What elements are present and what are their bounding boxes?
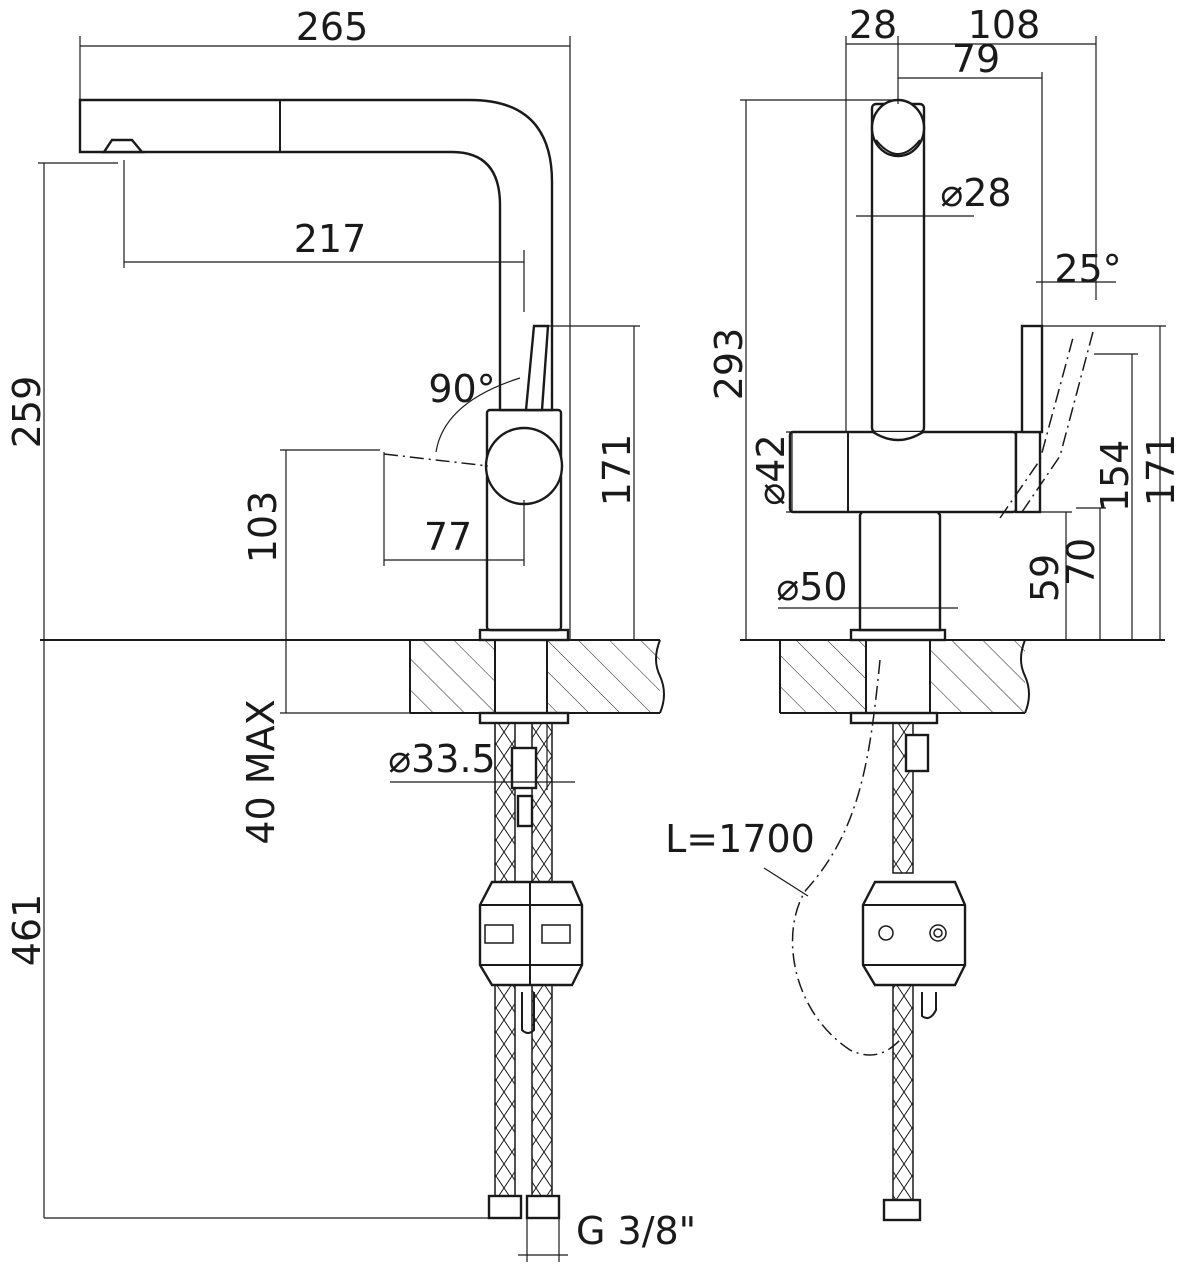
side-view — [40, 98, 665, 1220]
front-pullout-hose — [791, 659, 901, 1056]
front-under-washer — [849, 711, 939, 725]
dim-dia-28: ⌀28 — [940, 171, 1011, 215]
dim-103: 103 — [241, 491, 285, 564]
dim-33-5: ⌀33.5 — [388, 737, 496, 781]
side-base-ring — [478, 628, 570, 642]
dim-217: 217 — [294, 217, 367, 261]
dim-40-max: 40 MAX — [239, 699, 283, 844]
dim-461: 461 — [5, 894, 49, 967]
side-countertop — [40, 639, 665, 714]
side-under-washer — [478, 711, 570, 725]
side-nut-left — [487, 1194, 523, 1220]
dim-108: 108 — [968, 3, 1041, 47]
dim-259: 259 — [5, 376, 49, 449]
front-hose-lower — [892, 984, 914, 1202]
dim-dia-42: ⌀42 — [749, 434, 793, 505]
front-dimensions: 28 108 79 ⌀28 25° 293 ⌀42 154 171 — [665, 3, 1183, 897]
dim-70: 70 — [1059, 538, 1103, 586]
dim-g-3-8: G 3/8" — [576, 1209, 696, 1253]
front-crossbar — [788, 430, 1018, 514]
side-fitting-stem — [516, 794, 534, 828]
dim-l-1700: L=1700 — [665, 817, 815, 861]
dim-front-171: 171 — [1139, 434, 1183, 507]
front-fitting — [904, 733, 930, 773]
dim-79: 79 — [952, 37, 1000, 81]
side-spout — [78, 98, 554, 412]
dim-28: 28 — [849, 3, 897, 47]
front-countertop — [740, 639, 1165, 714]
front-base-ring — [849, 628, 947, 642]
side-fitting — [510, 746, 538, 790]
dim-154: 154 — [1093, 440, 1137, 513]
front-cartridge — [861, 880, 967, 987]
front-lever-upright — [1020, 324, 1044, 434]
dim-side-171: 171 — [595, 434, 639, 507]
side-dimensions: 265 217 259 90° 103 77 171 40 MAX ⌀33. — [5, 5, 696, 1262]
dim-293: 293 — [707, 328, 751, 401]
dim-77: 77 — [424, 515, 472, 559]
dim-59: 59 — [1023, 554, 1067, 602]
dim-265: 265 — [296, 5, 369, 49]
dim-90-deg: 90° — [428, 367, 495, 411]
dim-dia-50: ⌀50 — [776, 565, 847, 609]
front-spout-head — [870, 98, 926, 158]
front-nut — [882, 1198, 922, 1222]
front-lever-cap — [1014, 430, 1042, 514]
side-lever-knob — [484, 426, 564, 506]
front-view — [740, 98, 1165, 1222]
side-nut-right — [525, 1194, 561, 1220]
dim-25-deg: 25° — [1054, 247, 1121, 291]
